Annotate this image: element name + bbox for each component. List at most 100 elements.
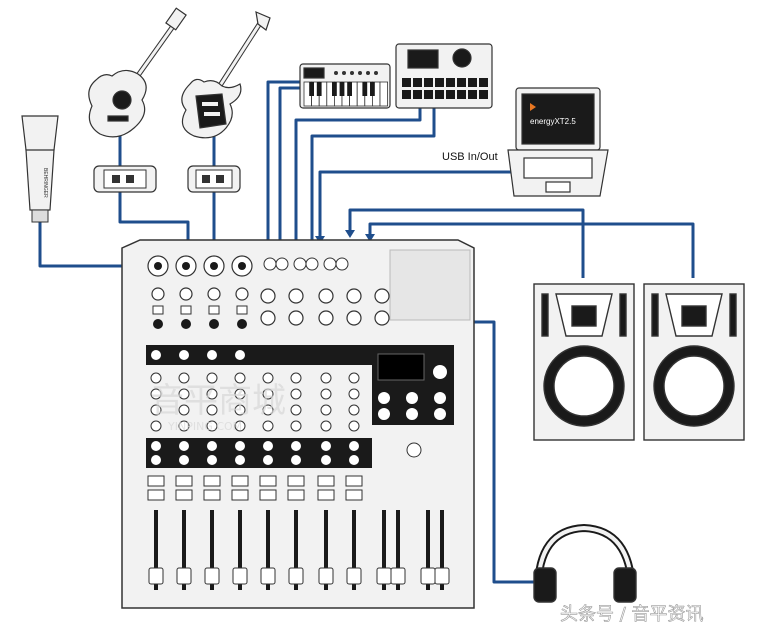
keyboard-knob — [334, 71, 338, 75]
stereo-input-jack — [374, 310, 390, 326]
fader-cap — [390, 567, 406, 585]
midi-keyboard — [299, 63, 391, 109]
channel-knob — [262, 420, 274, 432]
channel-knob — [290, 404, 302, 416]
high-eq-knob — [207, 350, 217, 360]
fader-track — [238, 510, 242, 590]
xlr-jack-center — [238, 262, 246, 270]
switch-button — [152, 305, 164, 315]
solo-button — [203, 489, 221, 501]
fx-knob — [378, 392, 390, 404]
white-key — [379, 81, 388, 107]
aux-knob — [349, 441, 359, 451]
aux-knob — [263, 455, 273, 465]
fx-knob — [378, 408, 390, 420]
drum-pad — [424, 78, 433, 87]
laptop: energyXT2.5 — [507, 87, 609, 197]
drum-pad — [457, 78, 466, 87]
drum-pad — [402, 78, 411, 87]
aux-knob — [321, 455, 331, 465]
channel-knob — [262, 388, 274, 400]
black-key — [362, 82, 368, 96]
fader-cap — [420, 567, 436, 585]
solo-button — [175, 489, 193, 501]
rca-jack — [335, 257, 349, 271]
solo-button — [287, 489, 305, 501]
aux-knob — [235, 455, 245, 465]
channel-knob — [206, 372, 218, 384]
cable-speaker-right — [368, 222, 695, 278]
fader-cap — [260, 567, 276, 585]
aux-knob — [151, 455, 161, 465]
cable-keyboard-1 — [266, 80, 305, 296]
aux-knob — [179, 455, 189, 465]
fader-track — [324, 510, 328, 590]
cables — [38, 80, 695, 584]
fader-track — [210, 510, 214, 590]
gain-knob — [237, 319, 247, 329]
fader-cap — [148, 567, 164, 585]
xlr-jack-center — [210, 262, 218, 270]
stereo-input-jack — [260, 310, 276, 326]
cable-drum-1 — [294, 108, 422, 296]
channel-knob — [290, 372, 302, 384]
switch-button — [236, 305, 248, 315]
drum-pad — [435, 90, 444, 99]
gain-knob — [181, 319, 191, 329]
stereo-input-jack — [288, 288, 304, 304]
aux-knob — [291, 455, 301, 465]
keyboard-knob — [358, 71, 362, 75]
stereo-input-jack — [374, 288, 390, 304]
fader-cap — [434, 567, 450, 585]
phones-level-knob — [406, 442, 422, 458]
channel-knob — [178, 404, 190, 416]
switch-button — [180, 305, 192, 315]
cable-mic — [38, 222, 150, 268]
fader-track — [266, 510, 270, 590]
aux-knob — [321, 441, 331, 451]
xlr-jack-center — [182, 262, 190, 270]
black-key — [339, 82, 345, 96]
channel-knob — [234, 388, 246, 400]
drum-pad — [479, 78, 488, 87]
aux-knob — [291, 441, 301, 451]
mute-button — [259, 475, 277, 487]
drum-pad — [468, 90, 477, 99]
keyboard-knob — [342, 71, 346, 75]
channel-knob — [206, 420, 218, 432]
switch-button — [208, 305, 220, 315]
stereo-input-jack — [260, 288, 276, 304]
channel-knob — [320, 388, 332, 400]
di-box-acoustic — [93, 165, 157, 193]
center-watermark-sub: YINPING.COM — [167, 420, 242, 433]
headphones — [533, 523, 637, 603]
aux-knob — [151, 441, 161, 451]
aux-knob — [179, 441, 189, 451]
fader-cap — [204, 567, 220, 585]
mixer — [121, 239, 475, 609]
mute-button — [175, 475, 193, 487]
drum-pad — [446, 78, 455, 87]
rca-jack — [275, 257, 289, 271]
channel-knob — [150, 404, 162, 416]
channel-knob — [178, 388, 190, 400]
mic-brand-label: BEHRINGER — [42, 168, 48, 198]
line-input-jack — [207, 287, 221, 301]
channel-knob — [150, 388, 162, 400]
drum-pad — [402, 90, 411, 99]
high-eq-knob — [235, 350, 245, 360]
gain-knob — [209, 319, 219, 329]
electric-guitar — [181, 11, 271, 139]
solo-button — [231, 489, 249, 501]
keyboard-knob — [350, 71, 354, 75]
channel-knob — [150, 372, 162, 384]
drum-pad — [446, 90, 455, 99]
fx-knob — [434, 408, 446, 420]
rca-jack — [293, 257, 307, 271]
channel-knob — [178, 372, 190, 384]
channel-knob — [234, 404, 246, 416]
fader-cap — [376, 567, 392, 585]
channel-knob — [262, 404, 274, 416]
high-eq-knob — [179, 350, 189, 360]
channel-knob — [206, 388, 218, 400]
